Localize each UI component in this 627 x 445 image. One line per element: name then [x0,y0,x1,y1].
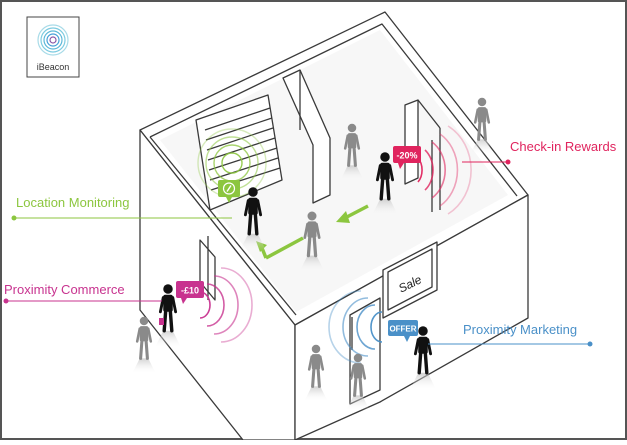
building [139,11,529,441]
person-location [239,187,267,251]
badge-marketing-text: OFFER [389,325,416,334]
label-proximity-marketing: Proximity Marketing [463,322,577,337]
person-front-1 [304,344,328,402]
badge-location [218,180,240,203]
callout-check-in: Check-in Rewards [462,139,617,165]
badge-check-in-text: -20% [396,151,417,161]
ibeacon-logo-icon [37,24,69,56]
signal-waves-check-in [417,125,472,215]
person-commerce [154,284,182,348]
label-proximity-commerce: Proximity Commerce [4,282,125,297]
badge-check-in: -20% [393,146,421,169]
shopping-bag-icon [159,318,164,325]
callout-marketing: Proximity Marketing [428,322,593,347]
label-location-monitoring: Location Monitoring [16,195,129,210]
compass-icon [222,182,236,195]
person-walking [299,211,325,272]
logo-label: iBeacon [37,62,70,72]
person-inside-back [340,123,364,181]
badge-commerce-text: -£10 [181,286,199,296]
ibeacon-logo: iBeacon [26,16,80,78]
people [132,97,494,411]
callout-commerce: Proximity Commerce [3,282,162,304]
person-outside-left [132,316,156,374]
callout-location: Location Monitoring [11,195,232,221]
signal-waves-marketing [328,290,383,364]
badge-marketing: OFFER [388,320,418,342]
badge-commerce: -£10 [176,281,204,304]
label-check-in-rewards: Check-in Rewards [510,139,617,154]
person-outside-right [470,97,494,155]
person-front-2 [346,353,370,411]
person-marketing [409,326,437,390]
person-check-in [371,152,399,216]
